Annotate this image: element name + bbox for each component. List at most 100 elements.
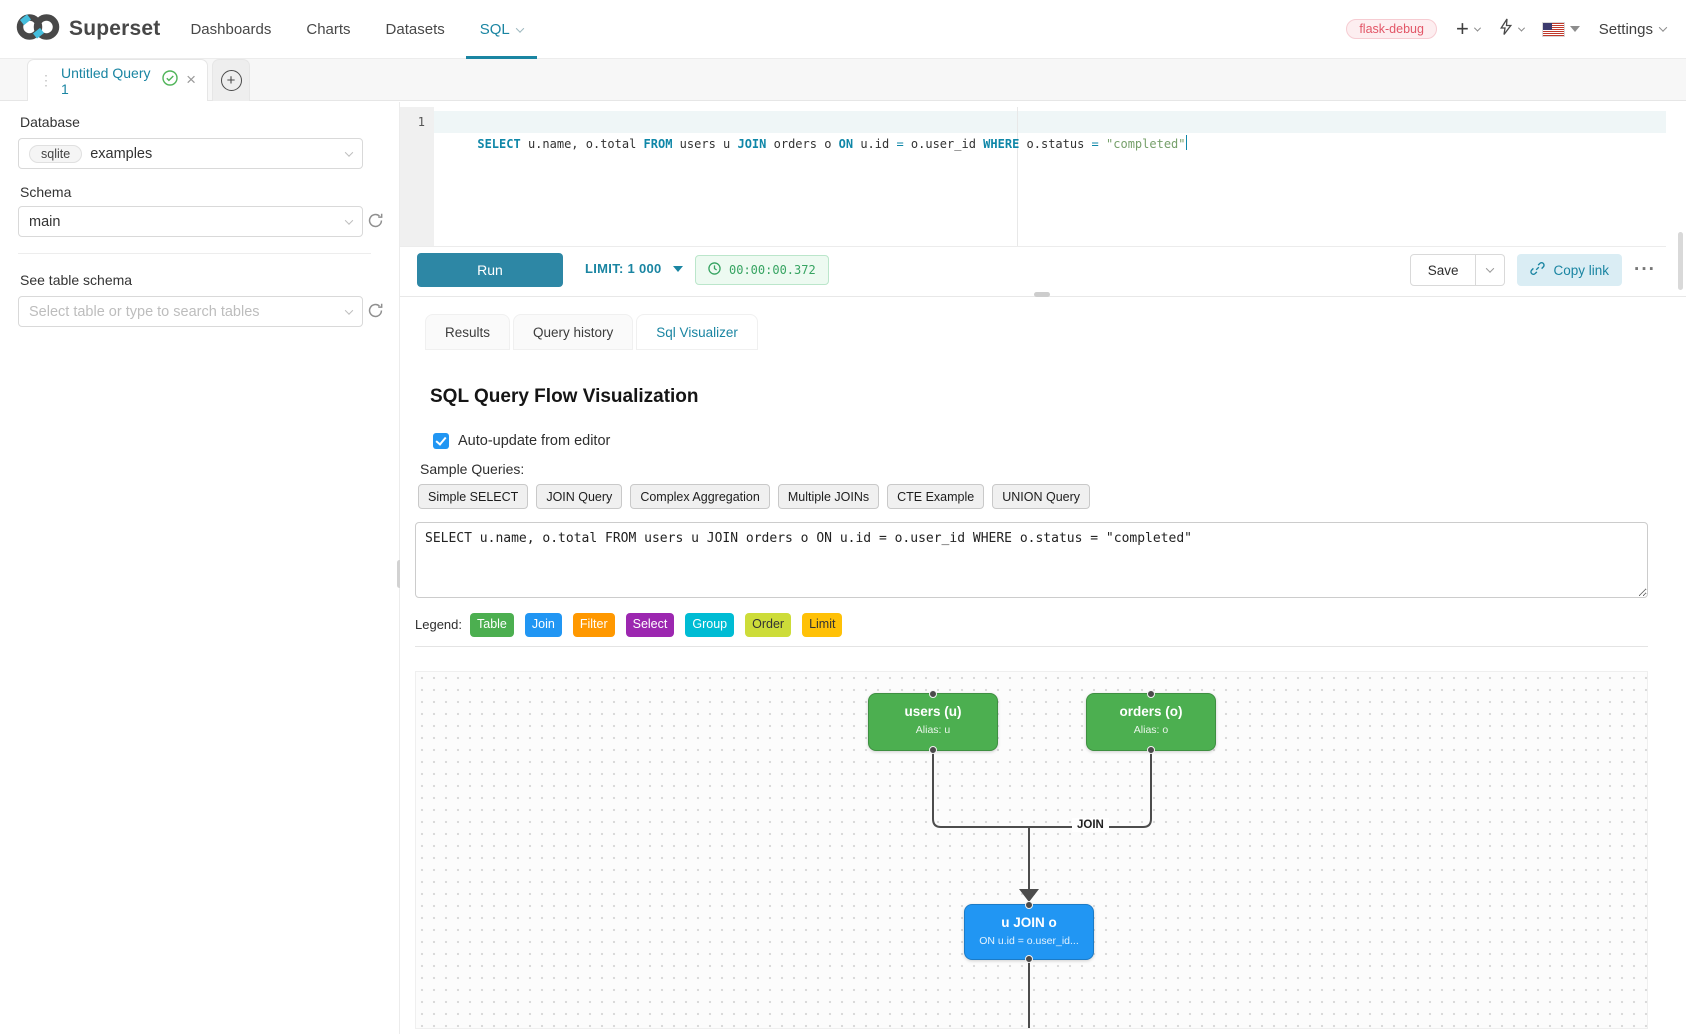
sqllab-sidebar: Database sqlite examples Schema main See…: [0, 102, 402, 1034]
nav-item-charts[interactable]: Charts: [304, 0, 352, 59]
sql-editor[interactable]: 1 SELECT u.name, o.total FROM users u JO…: [400, 107, 1666, 247]
copy-link-label: Copy link: [1553, 262, 1610, 278]
chevron-down-icon: [1658, 23, 1668, 32]
flow-edges: [932, 750, 1152, 1028]
nav-item-datasets[interactable]: Datasets: [384, 0, 447, 59]
nav-item-label: SQL: [479, 20, 510, 38]
link-icon: [1530, 261, 1546, 279]
editor-gutter: 1: [400, 107, 434, 246]
sample-query-button[interactable]: Simple SELECT: [418, 484, 529, 509]
active-line-highlight: [434, 111, 1666, 133]
schema-label: Schema: [20, 184, 72, 200]
join-edge-label: JOIN: [1072, 817, 1109, 832]
line-number: 1: [417, 115, 425, 129]
environment-tag: flask-debug: [1346, 19, 1437, 39]
chevron-down-icon: [1517, 24, 1525, 32]
node-title: orders (o): [1119, 703, 1183, 719]
caret-down-icon: [672, 265, 683, 272]
node-handle[interactable]: [1147, 745, 1155, 754]
sample-queries-label: Sample Queries:: [420, 461, 525, 477]
refresh-schemas-icon[interactable]: [367, 212, 387, 232]
sample-query-button[interactable]: Multiple JOINs: [777, 484, 880, 509]
nav-item-label: Charts: [306, 20, 351, 38]
clock-icon: [708, 262, 721, 278]
drag-handle-icon[interactable]: [39, 72, 53, 90]
pane-resize-handle[interactable]: [1034, 292, 1050, 297]
tab-query-history[interactable]: Query history: [513, 314, 634, 350]
auto-update-checkbox[interactable]: [433, 433, 449, 449]
node-handle[interactable]: [929, 745, 937, 754]
query-search-menu[interactable]: [1499, 18, 1525, 41]
sample-query-button[interactable]: JOIN Query: [536, 484, 623, 509]
query-saved-check-icon: [162, 70, 178, 91]
more-options-icon[interactable]: [1634, 259, 1656, 281]
legend-label: Legend:: [415, 617, 462, 633]
tab-sql-visualizer[interactable]: Sql Visualizer: [636, 314, 758, 350]
nav-item-label: Datasets: [385, 20, 445, 38]
sql-tokens: SELECT u.name, o.total FROM users u JOIN…: [477, 137, 1186, 151]
new-item-menu[interactable]: +: [1456, 18, 1481, 40]
print-margin-line: [1017, 107, 1018, 246]
nav-item-sql[interactable]: SQL: [465, 0, 537, 59]
close-tab-icon[interactable]: [186, 71, 196, 90]
save-options-button[interactable]: [1476, 254, 1506, 286]
sample-query-button[interactable]: UNION Query: [992, 484, 1091, 509]
node-handle[interactable]: [1025, 900, 1033, 909]
add-query-tab-button[interactable]: [212, 59, 250, 101]
database-engine-badge: sqlite: [29, 144, 83, 163]
node-handle[interactable]: [1147, 689, 1155, 698]
chevron-down-icon: [1473, 24, 1481, 32]
sample-query-button[interactable]: CTE Example: [887, 484, 985, 509]
sql-code-line[interactable]: SELECT u.name, o.total FROM users u JOIN…: [434, 111, 1666, 177]
table-schema-label: See table schema: [20, 272, 133, 288]
database-value: examples: [90, 145, 153, 162]
legend-chip: Order: [745, 613, 792, 637]
table-select-placeholder: Select table or type to search tables: [29, 303, 260, 320]
node-subtitle: Alias: u: [915, 723, 951, 736]
sample-query-buttons: Simple SELECT JOIN Query Complex Aggregati…: [418, 484, 1668, 509]
legend-chip: Group: [685, 613, 735, 637]
language-picker[interactable]: [1541, 21, 1580, 37]
lightning-icon: [1499, 18, 1513, 41]
node-subtitle: Alias: o: [1133, 723, 1169, 736]
visualizer-sql-input[interactable]: SELECT u.name, o.total FROM users u JOIN…: [415, 522, 1648, 598]
navbar-right: flask-debug + Settings: [1346, 18, 1668, 41]
node-join[interactable]: u JOIN o ON u.id = o.user_id...: [964, 900, 1094, 963]
superset-logo[interactable]: Superset: [16, 13, 160, 46]
node-orders[interactable]: orders (o) Alias: o: [1086, 689, 1216, 754]
refresh-tables-icon[interactable]: [367, 302, 387, 322]
save-button[interactable]: Save: [1409, 254, 1477, 286]
tab-results[interactable]: Results: [425, 314, 511, 350]
chevron-down-icon: [515, 24, 525, 33]
copy-link-button[interactable]: Copy link: [1517, 254, 1623, 286]
main-nav: Dashboards Charts Datasets SQL: [188, 0, 537, 59]
chevron-down-icon: [344, 305, 354, 315]
limit-dropdown[interactable]: LIMIT: 1 000: [585, 261, 683, 276]
limit-label: LIMIT:: [585, 261, 624, 276]
run-button[interactable]: Run: [417, 253, 563, 287]
sample-query-button[interactable]: Complex Aggregation: [630, 484, 770, 509]
node-subtitle: ON u.id = o.user_id...: [979, 934, 1079, 947]
node-handle[interactable]: [929, 689, 937, 698]
nav-item-label: Dashboards: [190, 20, 272, 38]
flow-canvas[interactable]: users (u) Alias: u orders (o) Alias: o u…: [415, 670, 1648, 1029]
legend-chip: Select: [625, 613, 675, 637]
text-cursor: [1185, 135, 1187, 150]
sidebar-resize-handle[interactable]: [397, 560, 402, 588]
auto-update-row: Auto-update from editor: [433, 433, 1668, 449]
schema-select[interactable]: main: [18, 206, 363, 237]
toolbar-right: Save Copy link: [1409, 254, 1656, 286]
query-tab-active[interactable]: Untitled Query 1: [27, 59, 208, 101]
node-users[interactable]: users (u) Alias: u: [868, 689, 998, 754]
visualizer-divider: [415, 645, 1648, 647]
table-select[interactable]: Select table or type to search tables: [18, 296, 363, 327]
query-tabbar: Untitled Query 1: [0, 59, 1686, 101]
visualizer-title: SQL Query Flow Visualization: [430, 386, 699, 407]
page-scrollbar-thumb[interactable]: [1678, 232, 1683, 290]
limit-value: 1 000: [627, 261, 662, 276]
settings-menu[interactable]: Settings: [1599, 21, 1668, 38]
nav-item-dashboards[interactable]: Dashboards: [188, 0, 273, 59]
database-select[interactable]: sqlite examples: [18, 138, 363, 169]
node-handle[interactable]: [1025, 954, 1033, 963]
